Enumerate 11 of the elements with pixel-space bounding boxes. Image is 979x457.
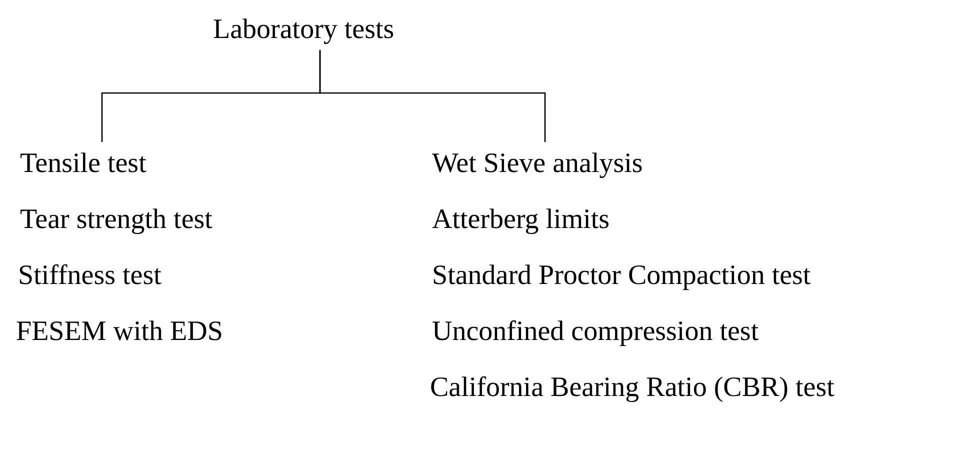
tree-connector bbox=[319, 50, 546, 142]
list-item: Stiffness test bbox=[18, 259, 162, 293]
list-item: Unconfined compression test bbox=[432, 315, 759, 349]
category-label: Wet Sieve analysis bbox=[432, 146, 643, 182]
list-item: Tear strength test bbox=[20, 203, 212, 237]
list-item: Standard Proctor Compaction test bbox=[432, 259, 811, 293]
category-label: Tensile test bbox=[20, 146, 146, 182]
list-item: FESEM with EDS bbox=[16, 315, 223, 349]
list-item: California Bearing Ratio (CBR) test bbox=[430, 371, 834, 405]
root-label: Laboratory tests bbox=[213, 12, 394, 48]
list-item: Atterberg limits bbox=[432, 203, 610, 237]
